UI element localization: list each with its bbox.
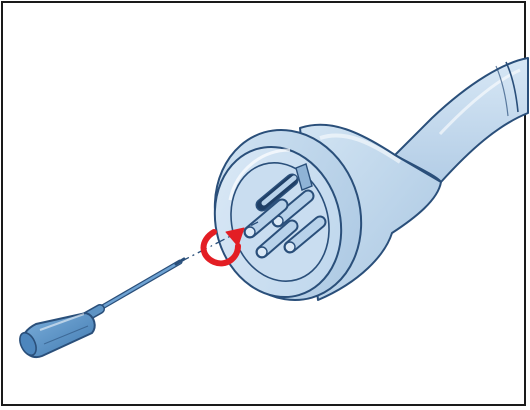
cable-icon [394, 57, 529, 183]
figure-frame [1, 1, 526, 406]
pin-middle [243, 198, 289, 239]
pin-lower-right [283, 215, 327, 254]
pin-lower-left [255, 219, 299, 259]
pin-top [255, 173, 299, 212]
screwdriver-icon [19, 257, 186, 358]
alignment-line [179, 221, 259, 263]
connector-pins [243, 173, 327, 259]
rotation-arrow-icon [200, 227, 245, 267]
